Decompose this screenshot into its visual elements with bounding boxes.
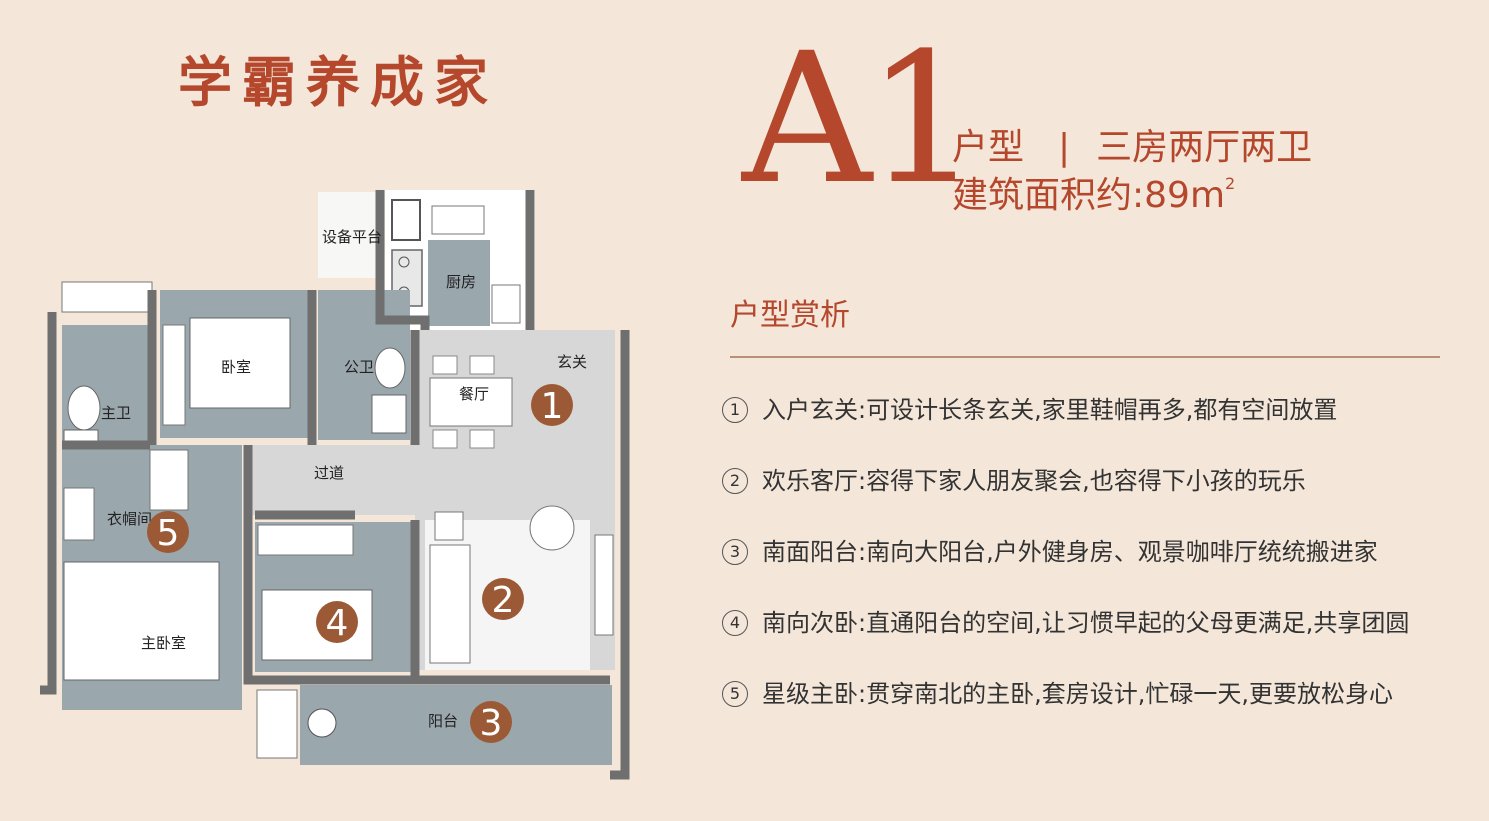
feature-name: 星级主卧: <box>762 680 867 708</box>
wardrobe-icon <box>162 324 186 426</box>
feature-name: 南向次卧: <box>762 609 867 637</box>
feature-name: 南面阳台: <box>762 538 867 566</box>
room-label-closet: 衣帽间 <box>107 510 152 528</box>
room-label-balcony: 阳台 <box>428 712 458 730</box>
badge-3-number: 3 <box>480 703 503 744</box>
toilet-icon <box>374 347 406 389</box>
floor-plan: 设备平台 厨房 卧室 公卫 玄关 餐厅 主卫 过道 衣帽间 主卧室 阳台 1 2… <box>40 190 630 780</box>
slogan-title: 学霸养成家 <box>178 50 498 114</box>
room-label-kitchen: 厨房 <box>446 273 476 291</box>
room-label-corridor: 过道 <box>314 464 344 482</box>
feature-item: 4 南向次卧:直通阳台的空间,让习惯早起的父母更满足,共享团圆 <box>722 603 1409 638</box>
unit-type-line: 户型 | 三房两厅两卫 <box>952 118 1312 170</box>
east-wall <box>610 330 630 780</box>
feature-desc: 容得下家人朋友聚会,也容得下小孩的玩乐 <box>866 467 1306 495</box>
feature-number: 1 <box>722 397 748 423</box>
chair-icon <box>469 355 495 375</box>
washing-machine-icon <box>307 708 337 738</box>
area-value: 89m <box>1144 175 1226 216</box>
feature-desc: 南向大阳台,户外健身房、观景咖啡厅统统搬进家 <box>866 538 1378 566</box>
ac-platform <box>61 281 153 313</box>
badge-1 <box>531 384 573 426</box>
badge-4-number: 4 <box>326 603 349 644</box>
unit-type-label: 户型 <box>952 127 1025 168</box>
room-label-master-bedroom: 主卧室 <box>141 634 186 652</box>
badge-5-number: 5 <box>157 513 180 554</box>
feature-name: 欢乐客厅: <box>762 467 867 495</box>
feature-desc: 贯穿南北的主卧,套房设计,忙碌一天,更要放松身心 <box>866 680 1393 708</box>
walls <box>40 190 630 780</box>
feature-number: 2 <box>722 468 748 494</box>
area-line: 建筑面积约:89m2 <box>952 166 1235 218</box>
feature-desc: 直通阳台的空间,让习惯早起的父母更满足,共享团圆 <box>866 609 1410 637</box>
feature-number: 3 <box>722 539 748 565</box>
equipment-platform-area <box>318 192 378 278</box>
room-label-public-bath: 公卫 <box>344 358 374 376</box>
side-table-icon <box>434 511 464 541</box>
water-heater-icon <box>391 199 421 241</box>
feature-item: 2 欢乐客厅:容得下家人朋友聚会,也容得下小孩的玩乐 <box>722 461 1306 496</box>
room-label-master-bath: 主卫 <box>101 404 131 422</box>
burner-icon <box>398 256 410 268</box>
feature-number: 5 <box>722 681 748 707</box>
badge-1-number: 1 <box>541 386 564 427</box>
wardrobe-icon <box>257 524 354 556</box>
balcony-area <box>300 685 612 765</box>
armchair-icon <box>529 505 575 551</box>
master-bedroom-right-wall <box>243 445 300 685</box>
tv-cabinet-icon <box>594 534 614 636</box>
badge-4 <box>316 601 358 643</box>
chair-icon <box>432 355 458 375</box>
corridor-floor <box>250 445 420 515</box>
closet-rack-icon <box>149 449 189 511</box>
area-unit-sup: 2 <box>1225 174 1236 193</box>
kitchen-sink-icon <box>431 205 485 235</box>
badge-3 <box>470 701 512 743</box>
master-bed-icon <box>63 561 220 681</box>
chair-icon <box>432 429 458 449</box>
washer-area <box>256 689 298 759</box>
chair-icon <box>469 429 495 449</box>
room-label-dining: 餐厅 <box>459 385 489 403</box>
closet-rack-icon <box>63 487 95 541</box>
badge-2 <box>482 578 524 620</box>
feature-item: 1 入户玄关:可设计长条玄关,家里鞋帽再多,都有空间放置 <box>722 390 1337 425</box>
room-label-bedroom: 卧室 <box>221 358 251 376</box>
type-separator: | <box>1058 127 1071 168</box>
unit-layout: 三房两厅两卫 <box>1096 127 1313 168</box>
toilet-icon <box>67 385 101 431</box>
feature-item: 3 南面阳台:南向大阳台,户外健身房、观景咖啡厅统统搬进家 <box>722 532 1378 567</box>
divider <box>730 356 1440 358</box>
fridge-icon <box>491 284 521 324</box>
badge-2-number: 2 <box>492 580 515 621</box>
area-label: 建筑面积约: <box>952 175 1145 216</box>
badge-5 <box>147 511 189 553</box>
kitchen-floor <box>428 240 490 326</box>
west-wall <box>40 312 57 695</box>
unit-code: A1 <box>742 15 981 224</box>
feature-number: 4 <box>722 610 748 636</box>
room-label-equipment-platform: 设备平台 <box>322 228 382 246</box>
sofa-icon <box>429 544 471 664</box>
feature-desc: 可设计长条玄关,家里鞋帽再多,都有空间放置 <box>866 396 1338 424</box>
analysis-title: 户型赏析 <box>730 298 850 333</box>
dining-table-icon <box>429 377 513 427</box>
bed-icon <box>189 317 291 409</box>
feature-name: 入户玄关: <box>762 396 867 424</box>
washbasin-icon <box>371 394 407 434</box>
feature-item: 5 星级主卧:贯穿南北的主卧,套房设计,忙碌一天,更要放松身心 <box>722 674 1393 709</box>
room-label-foyer: 玄关 <box>557 353 587 371</box>
kitchen-left-wall <box>375 190 430 330</box>
